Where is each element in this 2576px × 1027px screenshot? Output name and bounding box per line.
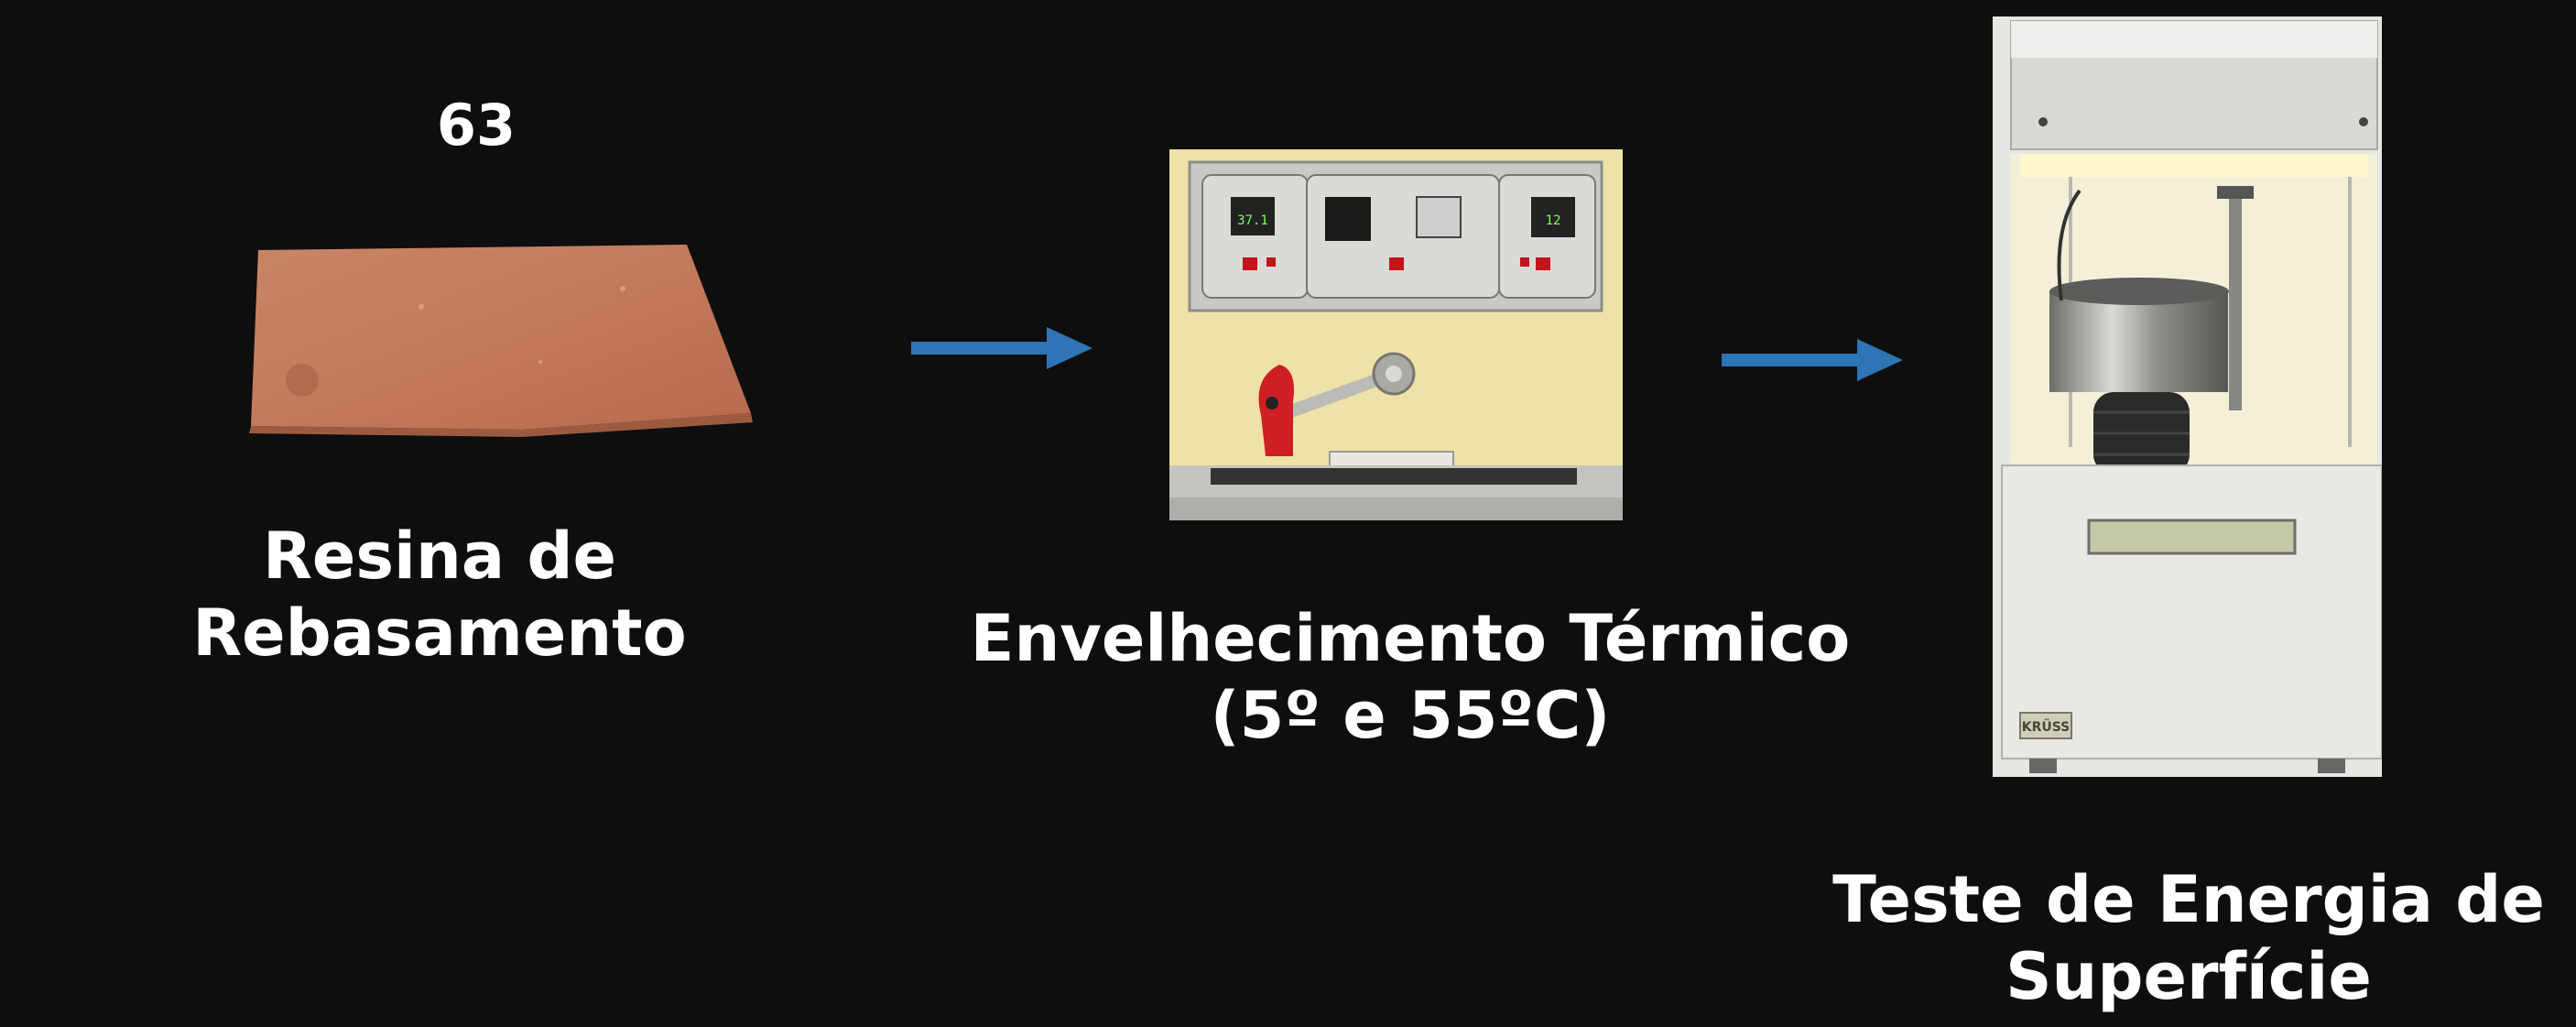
specimen-number: 63 xyxy=(436,92,516,158)
resin-specimen-image xyxy=(238,234,769,444)
tensiometer-brand-logo: KRÜSS xyxy=(2022,718,2071,735)
step-aging-subtitle: (5º e 55ºC) xyxy=(1210,678,1611,753)
arrow-right-icon xyxy=(1722,337,1905,383)
step-aging-title: Envelhecimento Térmico xyxy=(970,601,1851,676)
thermocycler-image: 37.1 12 xyxy=(1169,149,1623,520)
step-resin-label: Resina de Rebasamento xyxy=(192,519,687,671)
arrow-right-icon xyxy=(911,325,1094,371)
step-surface-energy-title-line1: Teste de Energia de xyxy=(1832,862,2545,937)
tensiometer-image: KRÜSS xyxy=(1993,16,2382,777)
step-aging-label: Envelhecimento Térmico (5º e 55ºC) xyxy=(952,600,1868,754)
step-surface-energy-label: Teste de Energia de Superfície xyxy=(1795,861,2576,1015)
thermocycler-display-4: 12 xyxy=(1546,213,1561,228)
step-surface-energy-title-line2: Superfície xyxy=(2005,939,2372,1014)
thermocycler-display-1: 37.1 xyxy=(1237,213,1268,228)
